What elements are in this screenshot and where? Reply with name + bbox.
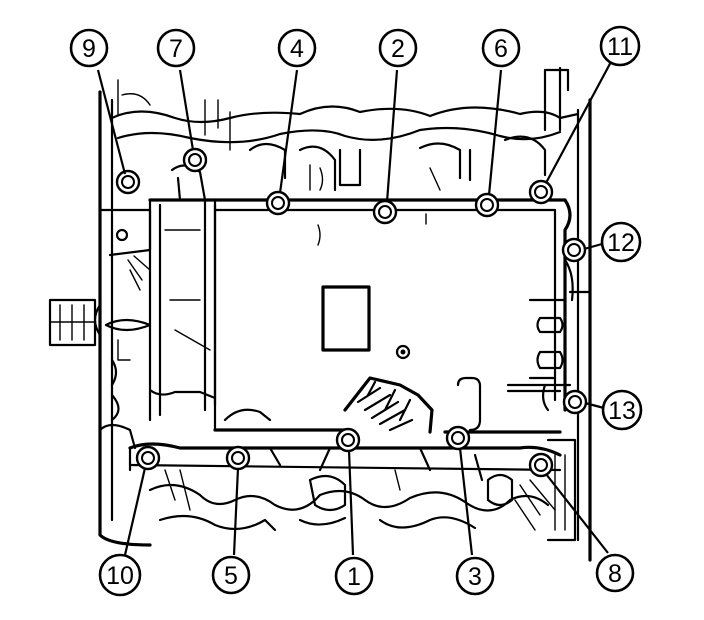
leader-13 (584, 401, 605, 410)
callout-label-1: 1 (347, 563, 361, 591)
callout-13: 13 (601, 389, 643, 431)
bolt-head-13 (562, 389, 588, 415)
leader-4 (278, 69, 299, 194)
callout-label-13: 13 (608, 397, 636, 425)
callout-11: 11 (599, 25, 641, 67)
bolt-head-3 (445, 425, 471, 451)
bolt-head-10 (135, 445, 161, 471)
bolt-head-2 (372, 199, 398, 225)
leader-12 (583, 242, 603, 251)
callout-12: 12 (600, 221, 642, 263)
bolt-head-1 (335, 427, 361, 453)
callout-7: 7 (156, 28, 196, 68)
callout-label-9: 9 (82, 35, 96, 63)
bolt-head-8 (528, 452, 554, 478)
callout-10: 10 (98, 553, 142, 597)
leader-11 (545, 59, 613, 184)
leader-3 (458, 447, 474, 556)
leader-8 (545, 473, 609, 554)
callout-1: 1 (334, 556, 374, 596)
callout-label-3: 3 (468, 563, 482, 591)
callout-8: 8 (595, 553, 635, 593)
callout-9: 9 (69, 28, 109, 68)
bolt-head-9 (115, 169, 141, 195)
bolt-head-12 (561, 237, 587, 263)
callout-4: 4 (277, 28, 317, 68)
callout-label-2: 2 (391, 35, 405, 63)
leader-5 (232, 467, 240, 556)
bolt-head-5 (225, 445, 251, 471)
callout-2: 2 (378, 28, 418, 68)
callout-label-7: 7 (169, 35, 183, 63)
callout-5: 5 (211, 555, 251, 595)
bolt-head-4 (265, 190, 291, 216)
leader-lines (96, 59, 613, 556)
leader-6 (487, 69, 503, 196)
callout-label-11: 11 (607, 33, 633, 61)
bolt-heads (115, 147, 588, 478)
oil-pan-housing (48, 66, 592, 562)
callout-6: 6 (481, 28, 521, 68)
callout-label-6: 6 (494, 35, 508, 63)
callout-label-12: 12 (607, 229, 635, 257)
callout-label-5: 5 (224, 562, 238, 590)
leader-9 (96, 69, 127, 175)
leader-10 (123, 467, 147, 556)
bolt-head-6 (474, 192, 500, 218)
callout-label-10: 10 (106, 562, 134, 590)
bolt-head-7 (182, 147, 208, 173)
leader-2 (385, 69, 399, 203)
callout-3: 3 (455, 556, 495, 596)
leader-7 (178, 69, 195, 151)
callout-label-8: 8 (608, 560, 622, 588)
leader-1 (347, 449, 355, 556)
bolt-head-11 (528, 179, 554, 205)
callout-label-4: 4 (290, 35, 304, 63)
